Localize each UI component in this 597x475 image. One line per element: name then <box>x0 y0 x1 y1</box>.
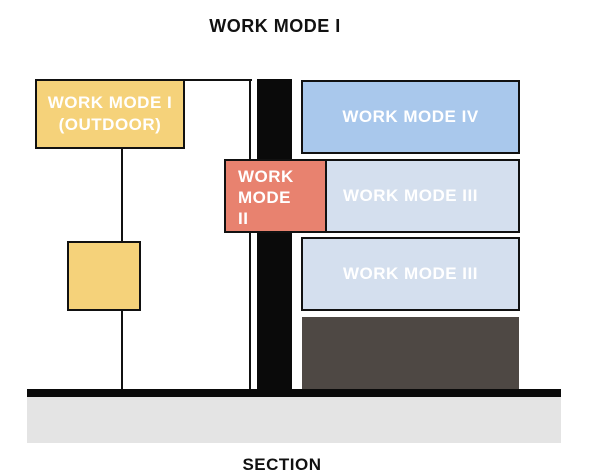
work-mode-i-title: WORK MODE I <box>209 16 341 36</box>
work-mode-iv-box: WORK MODE IV <box>301 80 520 154</box>
work-mode-i-outdoor-label: WORK MODE I (OUTDOOR) <box>47 93 173 134</box>
ground <box>27 397 561 443</box>
outdoor-frame-top-line <box>184 79 252 81</box>
ground-line <box>27 389 561 397</box>
work-mode-iii-lower-box: WORK MODE III <box>301 237 520 311</box>
work-mode-ii-box: WORK MODE II <box>224 159 327 233</box>
work-mode-ii-label-line3: II <box>238 209 249 228</box>
small-yellow-box <box>67 241 141 311</box>
work-mode-iii-lower-label: WORK MODE III <box>343 264 478 283</box>
core-column <box>257 79 292 392</box>
work-mode-ii-label-line2: MODE <box>238 188 291 207</box>
work-mode-iii-upper-box: WORK MODE III <box>301 159 520 233</box>
work-mode-iv-label: WORK MODE IV <box>342 107 479 126</box>
work-mode-iii-upper-label: WORK MODE III <box>343 186 478 205</box>
work-mode-i-outdoor-box: WORK MODE I (OUTDOOR) <box>35 79 185 149</box>
dark-base-block <box>302 317 519 392</box>
outdoor-frame-right-line <box>249 79 251 391</box>
section-caption: SECTION <box>242 455 322 474</box>
work-mode-ii-label-line1: WORK <box>238 167 294 186</box>
